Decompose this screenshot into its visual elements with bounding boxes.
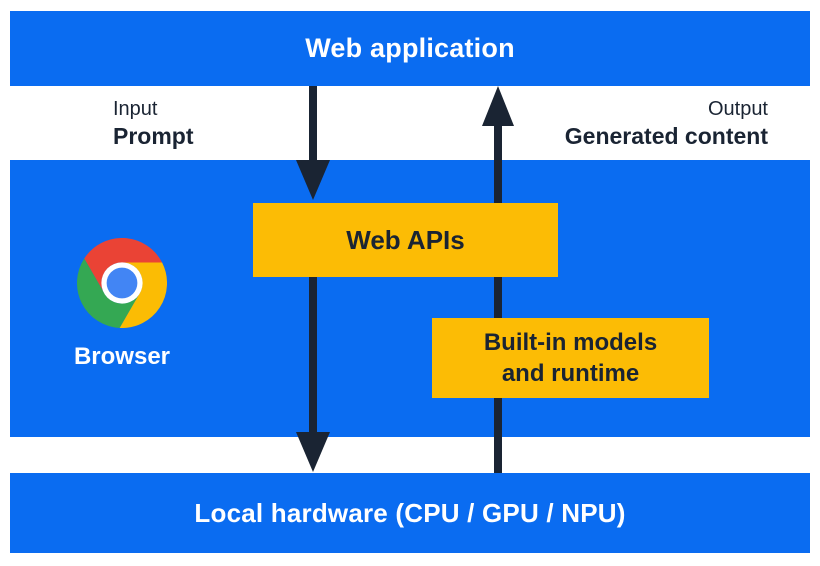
chrome-logo-yellow-segment (119, 262, 167, 328)
output-label: Output (707, 98, 768, 120)
up-arrowhead (482, 86, 514, 126)
local-hardware-label: Local hardware (CPU / GPU / NPU) (194, 497, 626, 528)
chrome-logo-green-segment (77, 258, 140, 328)
web-apis-box: Web APIs (253, 203, 558, 277)
built-in-models-box: Built-in models and runtime (432, 318, 709, 398)
built-in-models-label-line1: Built-in models (483, 329, 658, 356)
down-arrowhead-bottom (296, 432, 330, 472)
input-annotation: Input Prompt (113, 99, 194, 148)
web-application-layer: Web application (10, 11, 810, 86)
output-annotation: Output Generated content (565, 99, 768, 148)
chrome-logo-blue-center (106, 267, 138, 299)
output-value: Generated content (564, 123, 768, 149)
browser-label: Browser (73, 343, 171, 370)
down-arrow-line-top (309, 86, 317, 164)
input-label: Input (113, 98, 158, 120)
up-arrow-line (494, 124, 502, 473)
chrome-logo-icon (77, 238, 167, 328)
down-arrowhead-top (296, 160, 330, 200)
input-value: Prompt (113, 123, 194, 149)
web-apis-label: Web APIs (346, 224, 465, 255)
local-hardware-layer: Local hardware (CPU / GPU / NPU) (10, 473, 810, 553)
chrome-logo-red-segment (84, 238, 163, 294)
built-in-models-label-line2: and runtime (501, 360, 640, 387)
down-arrow-line-bottom (309, 277, 317, 434)
web-application-label: Web application (305, 33, 515, 63)
